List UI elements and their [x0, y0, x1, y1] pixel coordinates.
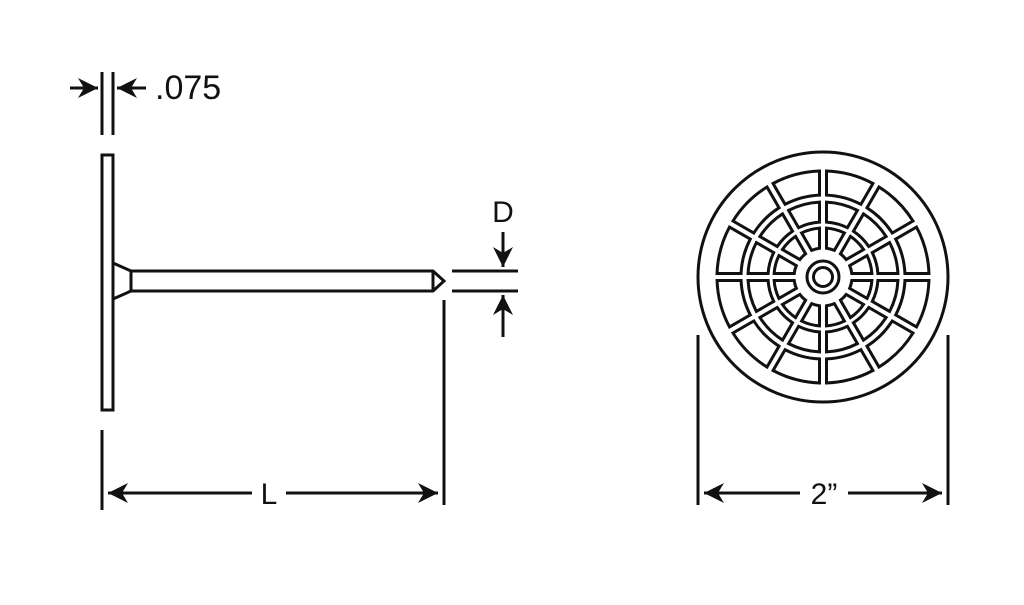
head-slot: [757, 211, 795, 249]
head-slot: [838, 234, 866, 262]
pin-side-view: [100, 153, 447, 412]
head-slot: [851, 211, 889, 249]
head-slot: [824, 324, 860, 354]
diameter-dimension: [452, 232, 518, 337]
hub-inner: [812, 266, 834, 288]
head-slot: [864, 318, 916, 370]
head-slot: [870, 240, 900, 276]
head-slot: [715, 278, 753, 330]
head-slot: [870, 278, 900, 314]
head-diameter-label: 2”: [811, 478, 838, 511]
head-outline: [696, 150, 950, 404]
thickness-dimension: [70, 72, 146, 135]
head-slot: [799, 301, 822, 328]
head-slot: [851, 305, 889, 343]
head-slot: [746, 278, 776, 314]
head-slot: [770, 169, 822, 207]
head-slot: [730, 318, 782, 370]
washer-head-front-view: [696, 150, 950, 404]
head-slot: [772, 278, 799, 301]
hub-outer: [805, 259, 841, 295]
head-slot: [770, 347, 822, 385]
thickness-label: .075: [155, 69, 221, 107]
head-slot: [838, 292, 866, 320]
head-slot: [786, 324, 822, 354]
head-slot: [824, 226, 847, 253]
head-slot: [780, 234, 808, 262]
head-slot: [730, 184, 782, 236]
head-slot: [772, 253, 799, 276]
head-slot: [786, 200, 822, 230]
head-slot: [824, 347, 876, 385]
diameter-label: D: [492, 196, 514, 229]
washer-plate: [100, 153, 115, 412]
head-slot: [864, 184, 916, 236]
head-slot: [847, 278, 874, 301]
head-slot: [893, 278, 931, 330]
head-slot: [799, 226, 822, 253]
head-diameter-dimension: [696, 335, 950, 505]
head-slot: [824, 169, 876, 207]
head-slot: [746, 240, 776, 276]
length-dimension: [100, 300, 446, 510]
length-label: L: [261, 478, 278, 511]
head-slot: [824, 301, 847, 328]
head-slot: [893, 224, 931, 276]
head-slot: [757, 305, 795, 343]
head-slot: [715, 224, 753, 276]
pin-collar: [112, 261, 133, 301]
head-slot: [780, 292, 808, 320]
pin-shaft: [131, 269, 447, 293]
head-slot: [824, 200, 860, 230]
head-slot: [847, 253, 874, 276]
